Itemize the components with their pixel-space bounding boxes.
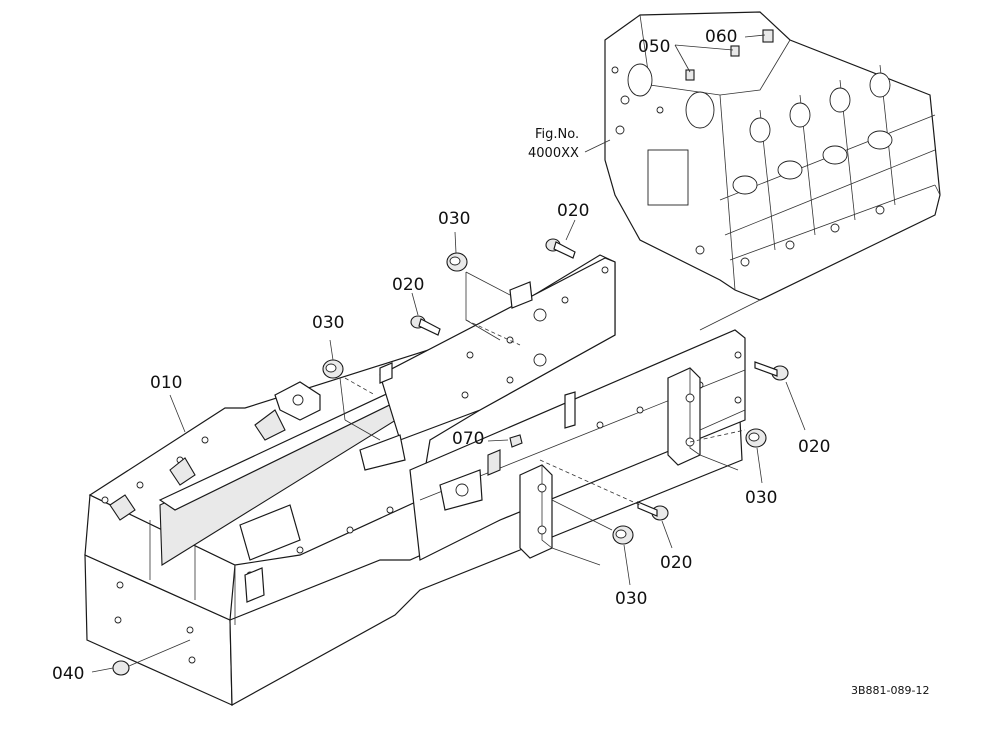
callout-labels: 010 020 020 020 020 030 030 030 030 040 … xyxy=(52,27,929,697)
callout-030-right: 030 xyxy=(745,488,777,508)
bolt-020-top xyxy=(545,238,576,259)
callout-020-top: 020 xyxy=(557,201,589,221)
fig-ref-line1: Fig.No. xyxy=(535,127,579,142)
callout-060: 060 xyxy=(705,27,737,47)
engine-to-frame-line xyxy=(699,299,761,331)
washer-030-top xyxy=(446,252,468,272)
callout-030-mid: 030 xyxy=(312,313,344,333)
callout-070: 070 xyxy=(452,429,484,449)
callout-020-mid: 020 xyxy=(392,275,424,295)
callout-030-top: 030 xyxy=(438,209,470,229)
callout-040: 040 xyxy=(52,664,84,684)
bolt-020-right xyxy=(754,361,789,381)
engine-block xyxy=(604,11,941,301)
plug-040 xyxy=(112,660,130,676)
washer-030-mid xyxy=(322,359,344,379)
spacer-block-front xyxy=(519,464,553,559)
drawing-code: 3B881-089-12 xyxy=(851,684,929,697)
callout-020-right: 020 xyxy=(798,437,830,457)
fig-ref-line2: 4000XX xyxy=(528,146,579,161)
spacer-block-rear xyxy=(667,367,701,466)
washer-030-front xyxy=(612,525,634,545)
leader-lines xyxy=(91,34,806,673)
assembly-lines xyxy=(128,271,746,667)
bolt-020-front xyxy=(637,501,669,521)
engine-to-frame-line-2 xyxy=(934,184,941,196)
callout-020-front: 020 xyxy=(660,553,692,573)
bolt-020-mid xyxy=(410,315,441,336)
callout-010: 010 xyxy=(150,373,182,393)
bolt-050-060 xyxy=(685,29,774,81)
callout-050: 050 xyxy=(638,37,670,57)
washer-030-right xyxy=(745,428,767,448)
main-frame xyxy=(84,254,746,707)
callout-030-front: 030 xyxy=(615,589,647,609)
engine-bores xyxy=(611,63,893,267)
frame-holes xyxy=(101,266,742,664)
